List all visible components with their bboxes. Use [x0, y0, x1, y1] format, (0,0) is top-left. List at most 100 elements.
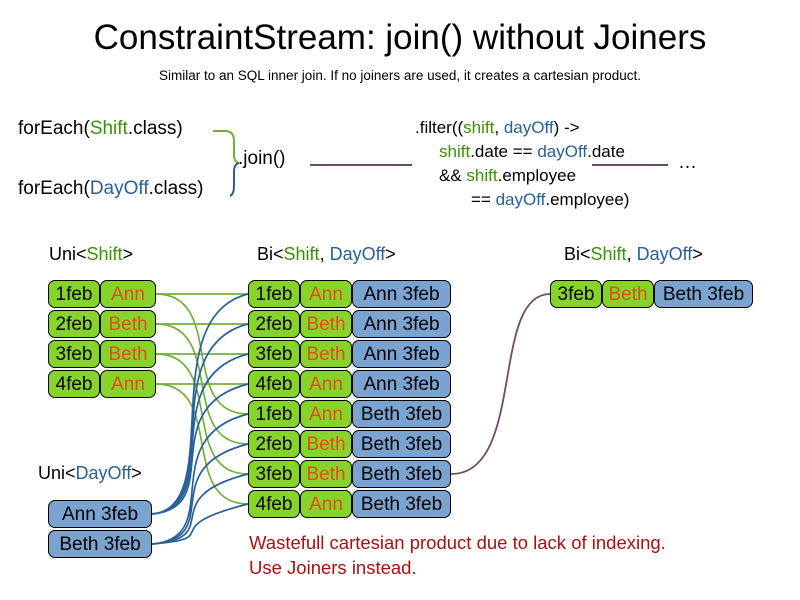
filter-line-1: .filter((shift, dayOff) -> — [415, 116, 629, 140]
bi-middle-row-date: 2feb — [248, 310, 300, 338]
code-foreach-shift: forEach(Shift.class) — [18, 118, 183, 140]
connector-line — [450, 293, 551, 475]
uni-shift-row-date: 3feb — [48, 340, 100, 368]
foreach-dayoff-suffix: .class) — [148, 178, 204, 199]
foreach-shift-type: Shift — [89, 118, 128, 139]
connector-line — [155, 323, 249, 445]
hdr-uni-shift-type: Shift — [86, 244, 123, 264]
connector-line — [151, 293, 249, 515]
uni-dayoff-row: Beth 3feb — [48, 530, 152, 558]
bi-middle-row-dayoff: Ann 3feb — [352, 310, 451, 338]
foreach-dayoff-prefix: forEach( — [18, 178, 90, 199]
bi-middle-row-name: Beth — [300, 310, 352, 338]
hdr-uni-shift-prefix: Uni< — [49, 244, 87, 264]
bi-middle-row-dayoff: Beth 3feb — [352, 490, 451, 518]
bi-middle-row-name: Ann — [300, 490, 352, 518]
bi-middle-row-name: Beth — [300, 460, 352, 488]
warning-note: Wastefull cartesian product due to lack … — [249, 530, 666, 580]
filter-l1-comma: , — [494, 118, 504, 137]
filter-line-4: == dayOff.employee) — [415, 188, 629, 212]
code-join-call: .join() — [238, 148, 286, 169]
bi-right-row-name: Beth — [602, 280, 654, 308]
hdr-uni-dayoff-suffix: > — [131, 463, 142, 483]
uni-shift-row-date: 2feb — [48, 310, 100, 338]
uni-shift-row-name: Beth — [100, 340, 156, 368]
hdr-uni-dayoff-type: DayOff — [75, 463, 132, 483]
bi-middle-row-date: 3feb — [248, 460, 300, 488]
bi-middle-row-date: 3feb — [248, 340, 300, 368]
hdr-uni-shift-suffix: > — [122, 244, 134, 264]
uni-shift-row-name: Ann — [100, 280, 156, 308]
hdr-bi-right-comma: , — [626, 244, 637, 264]
hdr-bi-right-prefix: Bi< — [564, 244, 591, 264]
filter-l1-dayoff: dayOff — [503, 118, 554, 137]
bi-middle-row-name: Beth — [300, 430, 352, 458]
bi-middle-row-name: Ann — [300, 370, 352, 398]
connector-line — [151, 383, 249, 515]
bi-middle-row-date: 1feb — [248, 280, 300, 308]
connector-line — [155, 353, 249, 475]
connector-line — [151, 323, 249, 515]
bi-right-row-date: 3feb — [550, 280, 602, 308]
uni-shift-row-date: 1feb — [48, 280, 100, 308]
hdr-bi-mid-type1: Shift — [283, 244, 320, 264]
bi-middle-row-date: 2feb — [248, 430, 300, 458]
filter-l2-dayoff: dayOff — [537, 142, 588, 161]
code-foreach-dayoff: forEach(DayOff.class) — [18, 178, 204, 200]
hdr-bi-mid-type2: DayOff — [329, 244, 386, 264]
filter-l3-shift: shift — [466, 166, 498, 185]
foreach-shift-suffix: .class) — [127, 118, 183, 139]
uni-shift-row-name: Ann — [100, 370, 156, 398]
hdr-bi-right-suffix: > — [692, 244, 703, 264]
hdr-bi-mid-comma: , — [319, 244, 330, 264]
code-filter-block: .filter((shift, dayOff) -> shift.date ==… — [415, 116, 629, 212]
warning-note-line2: Use Joiners instead. — [249, 557, 417, 578]
connector-line — [213, 130, 240, 164]
hdr-bi-right-type2: DayOff — [636, 244, 693, 264]
bi-middle-row-dayoff: Beth 3feb — [352, 400, 451, 428]
connector-line — [155, 383, 249, 505]
bi-middle-row-dayoff: Beth 3feb — [352, 430, 451, 458]
foreach-dayoff-type: DayOff — [89, 178, 149, 199]
hdr-uni-dayoff-prefix: Uni< — [38, 463, 76, 483]
bi-middle-row-date: 4feb — [248, 370, 300, 398]
bi-middle-row-dayoff: Ann 3feb — [352, 340, 451, 368]
connector-line — [151, 473, 249, 545]
foreach-shift-prefix: forEach( — [18, 118, 90, 139]
filter-l1-a: .filter(( — [415, 118, 464, 137]
connector-line — [151, 503, 249, 545]
ellipsis-label: … — [678, 152, 697, 173]
bi-middle-row-dayoff: Beth 3feb — [352, 460, 451, 488]
filter-l1-shift: shift — [463, 118, 495, 137]
connector-line — [151, 413, 249, 545]
page-title: ConstraintStream: join() without Joiners — [93, 18, 707, 57]
filter-l4-dayoff: dayOff — [495, 190, 546, 209]
filter-line-2: shift.date == dayOff.date — [415, 140, 629, 164]
warning-note-line1: Wastefull cartesian product due to lack … — [249, 532, 666, 553]
uni-shift-row-name: Beth — [100, 310, 156, 338]
header-uni-shift: Uni<Shift> — [49, 244, 133, 265]
uni-shift-row-date: 4feb — [48, 370, 100, 398]
filter-l4-b: .employee) — [545, 190, 630, 209]
hdr-bi-mid-prefix: Bi< — [257, 244, 284, 264]
page-subtitle: Similar to an SQL inner join. If no join… — [159, 68, 641, 83]
filter-l3-a: && — [439, 166, 467, 185]
filter-l3-b: .employee — [497, 166, 577, 185]
uni-dayoff-row: Ann 3feb — [48, 500, 152, 528]
header-uni-dayoff: Uni<DayOff> — [38, 463, 142, 484]
hdr-bi-mid-suffix: > — [385, 244, 396, 264]
header-bi-right: Bi<Shift, DayOff> — [564, 244, 703, 265]
hdr-bi-right-type1: Shift — [590, 244, 627, 264]
bi-middle-row-name: Ann — [300, 400, 352, 428]
filter-l4-a: == — [471, 190, 496, 209]
bi-right-row-dayoff: Beth 3feb — [654, 280, 753, 308]
connector-line — [151, 443, 249, 545]
header-bi-middle: Bi<Shift, DayOff> — [257, 244, 396, 265]
bi-middle-row-dayoff: Ann 3feb — [352, 370, 451, 398]
filter-l1-b: ) -> — [553, 118, 580, 137]
filter-line-3: && shift.employee — [415, 164, 629, 188]
bi-middle-row-name: Ann — [300, 280, 352, 308]
bi-middle-row-date: 4feb — [248, 490, 300, 518]
bi-middle-row-dayoff: Ann 3feb — [352, 280, 451, 308]
